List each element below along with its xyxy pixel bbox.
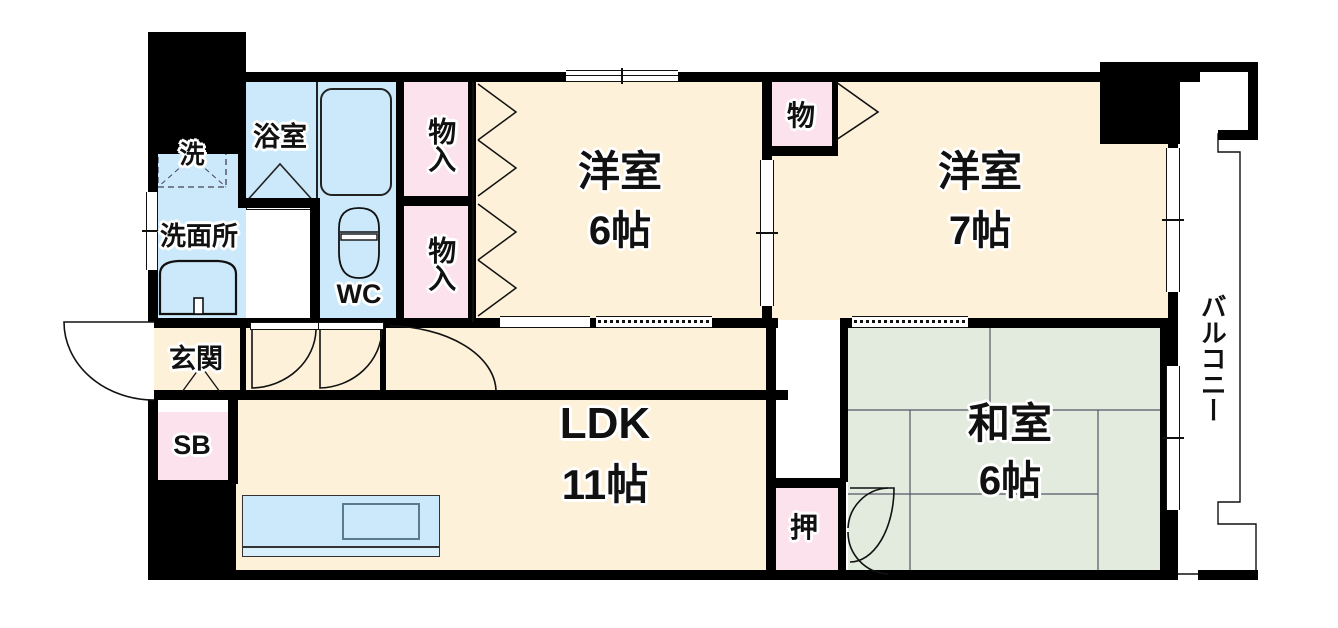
wall-wc-left <box>310 198 320 322</box>
wall-corridor-bottom <box>148 390 788 400</box>
window-washroom-mullion <box>142 230 160 232</box>
wall-closet-left <box>396 80 404 204</box>
balcony-wall-bottom <box>1198 570 1258 580</box>
wall-corridor-top <box>148 318 778 328</box>
closet-door-track-upper <box>472 82 474 202</box>
wall-bedrooms-bottom-7 <box>840 318 1178 328</box>
sliding-door-ldk-bedroom7-hatch <box>854 320 966 323</box>
interior-door-bedrooms-mullion <box>756 232 778 234</box>
closet-small-door-icon <box>835 81 880 141</box>
tatami-mat-lines <box>848 326 1168 576</box>
sliding-door-ldk-bedroom6-hatch <box>598 320 710 323</box>
window-top-bedroom6-rail <box>566 75 678 77</box>
wall-entrance-right <box>240 322 246 394</box>
kitchen-sink-basin <box>342 503 420 540</box>
balcony-wall-right <box>1248 62 1258 140</box>
wall-japanese-right <box>1160 326 1170 576</box>
vanity-sink-icon <box>158 259 238 316</box>
corridor-fill <box>150 320 770 400</box>
closet-small-fill-2 <box>772 82 834 150</box>
wall-small-closet-right <box>832 80 838 150</box>
sliding-door-bedroom6-entry <box>500 316 590 328</box>
wall-wc-right <box>396 198 404 322</box>
wall-washroom-right <box>238 80 246 208</box>
balcony-outline <box>1178 69 1257 575</box>
bathtub-icon <box>320 88 392 196</box>
wall-closet-divider <box>396 196 476 206</box>
toilet-icon <box>338 207 380 279</box>
kitchen-counter-edge <box>242 547 440 557</box>
closet-lower-fill <box>402 200 476 320</box>
closet-door-track-lower <box>472 202 474 322</box>
ldk-door-swing <box>389 325 497 391</box>
entrance-fill <box>150 320 246 400</box>
entrance-door-swing <box>63 321 155 401</box>
wall-small-closet-bottom <box>762 146 838 156</box>
washroom-door-sill <box>250 322 320 330</box>
entrance-step-icon <box>181 365 221 393</box>
closet-upper-folding-door-icon <box>477 83 518 197</box>
toilet-door-sill <box>318 322 384 330</box>
structural-block-top-left <box>148 32 246 154</box>
western-room-6-fill <box>476 72 766 320</box>
bathroom-partition <box>316 80 318 204</box>
wall-shoebox-right <box>228 400 238 484</box>
washroom-door-swing <box>251 328 317 389</box>
balcony-wall-top <box>1178 62 1258 72</box>
wall-corridor-door-jamb <box>380 322 386 394</box>
wall-bath-washroom <box>240 198 320 208</box>
wall-ldk-japanese <box>766 326 776 576</box>
toilet-door-swing <box>319 328 383 389</box>
closet-lower-folding-door-icon <box>477 203 518 317</box>
bathroom-door-icon <box>243 162 317 205</box>
shoe-box-fill <box>156 412 228 480</box>
japanese-room-door-swing <box>849 487 895 563</box>
exterior-wall-left-lower-block <box>148 480 236 580</box>
sliding-door-bedroom7-mullion <box>1162 219 1184 221</box>
balcony-fill <box>1178 72 1248 578</box>
balcony-wall-notch <box>1218 130 1258 140</box>
sliding-door-japanese-mullion <box>1162 437 1184 439</box>
oshiire-fill <box>772 484 840 574</box>
exterior-wall-top <box>240 72 1200 82</box>
wall-oshiire-right <box>838 478 846 574</box>
wall-oshiire-top <box>766 478 846 488</box>
japanese-room-fill <box>848 326 1168 576</box>
closet-upper-fill <box>402 80 476 205</box>
exterior-wall-bottom <box>148 570 1178 580</box>
wall-japanese-left <box>840 326 848 482</box>
